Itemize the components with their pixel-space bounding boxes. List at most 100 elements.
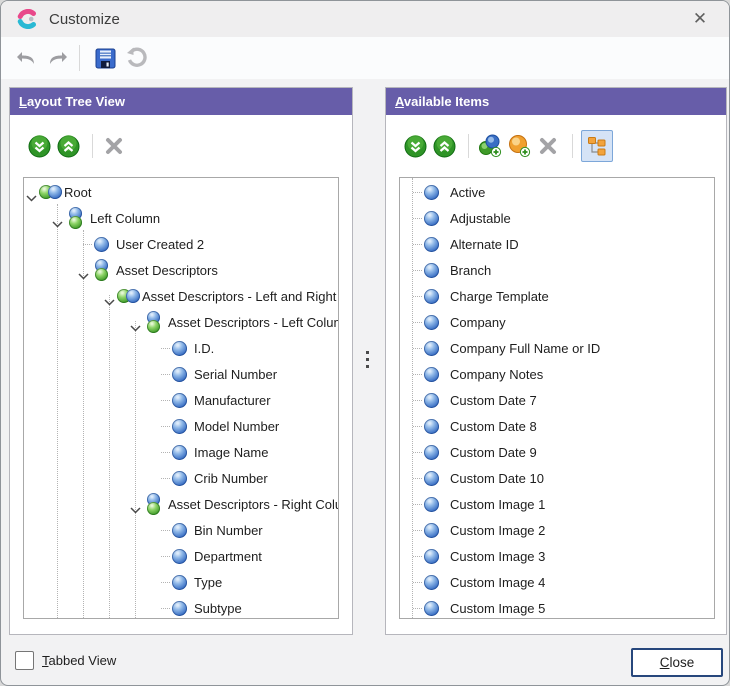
chevron-down-icon[interactable] — [130, 319, 141, 337]
toolbar-separator — [79, 45, 80, 71]
chevron-down-icon[interactable] — [26, 189, 37, 207]
splitter-handle[interactable] — [364, 349, 372, 373]
tree-node-label: Image Name — [194, 445, 269, 460]
tree-node[interactable]: User Created 2 — [24, 232, 338, 258]
tree-node[interactable]: Left Column — [24, 206, 338, 232]
list-item[interactable]: Custom Date 7 — [400, 388, 714, 414]
tree-node-label: Crib Number — [194, 471, 268, 486]
chevron-down-icon[interactable] — [104, 293, 115, 311]
item-sphere-icon — [424, 601, 439, 616]
layout-tree-panel: Layout Tree View — [9, 87, 353, 635]
tree-connector-line — [161, 556, 170, 557]
undo-icon — [17, 52, 34, 64]
list-item[interactable]: Company Notes — [400, 362, 714, 388]
tree-node[interactable]: Asset Descriptors — [24, 258, 338, 284]
list-item-label: Custom Image 4 — [450, 575, 546, 590]
hierarchy-view-toggle-button[interactable] — [581, 130, 613, 162]
tree-guide-line — [109, 295, 110, 618]
layout-tree-header: Layout Tree View — [10, 88, 352, 115]
list-item[interactable]: Custom Date 10 — [400, 466, 714, 492]
tree-node[interactable]: Asset Descriptors - Left and Right — [24, 284, 338, 310]
tree-connector-line — [161, 478, 170, 479]
list-item[interactable]: Custom Image 4 — [400, 570, 714, 596]
item-sphere-icon — [172, 341, 187, 356]
list-guide-line — [412, 178, 413, 618]
item-sphere-icon — [424, 263, 439, 278]
add-item-button[interactable] — [477, 133, 503, 159]
expand-all-button[interactable] — [402, 133, 428, 159]
item-sphere-icon — [172, 419, 187, 434]
list-item[interactable]: Active — [400, 180, 714, 206]
tree-node[interactable]: Serial Number — [24, 362, 338, 388]
tabbed-view-checkbox[interactable] — [15, 651, 34, 670]
item-sphere-icon — [424, 575, 439, 590]
toolbar-separator — [92, 134, 93, 158]
list-item[interactable]: Company — [400, 310, 714, 336]
list-item[interactable]: Custom Image 5 — [400, 596, 714, 618]
list-item[interactable]: Custom Image 1 — [400, 492, 714, 518]
toolbar-separator — [468, 134, 469, 158]
tree-node[interactable]: Bin Number — [24, 518, 338, 544]
delete-button[interactable] — [101, 133, 127, 159]
list-item-label: Custom Image 1 — [450, 497, 546, 512]
item-sphere-icon — [172, 471, 187, 486]
tabbed-view-checkbox-wrap[interactable]: Tabbed View — [15, 651, 116, 670]
tree-node[interactable]: I.D. — [24, 336, 338, 362]
close-button[interactable]: Close — [631, 648, 723, 677]
tree-node[interactable]: Department — [24, 544, 338, 570]
tree-node[interactable]: Image Name — [24, 440, 338, 466]
tree-node[interactable]: Manufacturer — [24, 388, 338, 414]
delete-x-icon — [106, 138, 122, 154]
list-item-label: Custom Image 2 — [450, 523, 546, 538]
revert-button[interactable] — [124, 45, 150, 71]
redo-button[interactable] — [45, 45, 71, 71]
list-item[interactable]: Custom Date 8 — [400, 414, 714, 440]
list-item[interactable]: Charge Template — [400, 284, 714, 310]
tree-node[interactable]: Asset Descriptors - Left Column — [24, 310, 338, 336]
list-item[interactable]: Branch — [400, 258, 714, 284]
save-button[interactable] — [92, 45, 118, 71]
collapse-all-button[interactable] — [55, 133, 81, 159]
list-item[interactable]: Custom Image 3 — [400, 544, 714, 570]
list-item[interactable]: Alternate ID — [400, 232, 714, 258]
chevron-down-icon[interactable] — [52, 215, 63, 233]
expand-all-icon — [404, 134, 426, 157]
list-item-label: Custom Image 5 — [450, 601, 546, 616]
tree-node-label: Asset Descriptors — [116, 263, 218, 278]
list-item[interactable]: Custom Image 2 — [400, 518, 714, 544]
tree-node[interactable]: Root — [24, 180, 338, 206]
tree-node[interactable]: Crib Number — [24, 466, 338, 492]
list-item-label: Charge Template — [450, 289, 549, 304]
add-group-button[interactable] — [506, 133, 532, 159]
tree-node[interactable]: Type — [24, 570, 338, 596]
undo-button[interactable] — [13, 45, 39, 71]
list-connector-line — [413, 582, 422, 583]
tree-connector-line — [161, 452, 170, 453]
list-item[interactable]: Custom Date 9 — [400, 440, 714, 466]
available-items-header: Available Items — [386, 88, 726, 115]
tree-node-label: Asset Descriptors - Right Column — [168, 497, 338, 512]
close-window-icon[interactable]: ✕ — [692, 9, 708, 28]
chevron-down-icon[interactable] — [78, 267, 89, 285]
expand-all-button[interactable] — [26, 133, 52, 159]
tree-node[interactable]: Subtype — [24, 596, 338, 618]
tree-node-label: User Created 2 — [116, 237, 205, 252]
available-items-toolbar — [386, 115, 726, 177]
tree-node[interactable]: Model Number — [24, 414, 338, 440]
list-connector-line — [413, 192, 422, 193]
dual-sphere-icon — [39, 185, 64, 200]
list-item[interactable]: Adjustable — [400, 206, 714, 232]
delete-button[interactable] — [535, 133, 561, 159]
tree-node-label: Root — [64, 185, 92, 200]
list-item[interactable]: Company Full Name or ID — [400, 336, 714, 362]
list-connector-line — [413, 504, 422, 505]
tree-node[interactable]: Asset Descriptors - Right Column — [24, 492, 338, 518]
list-item-label: Company Full Name or ID — [450, 341, 601, 356]
window-title: Customize — [49, 10, 120, 28]
item-sphere-icon — [424, 471, 439, 486]
tree-guide-line — [57, 204, 58, 618]
collapse-all-button[interactable] — [431, 133, 457, 159]
chevron-down-icon[interactable] — [130, 501, 141, 519]
item-sphere-icon — [172, 445, 187, 460]
